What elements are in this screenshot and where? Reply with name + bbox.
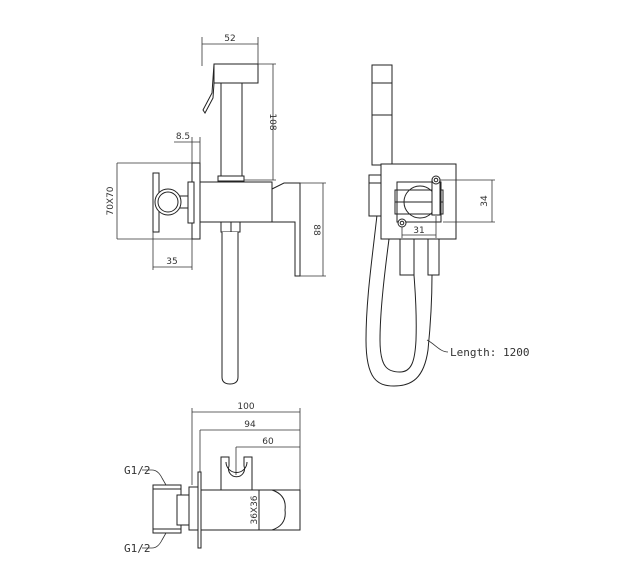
hose-sleeve [368,182,382,217]
dim-label-31: 31 [413,226,424,236]
top-view: 100 94 60 36X36 G1/2 G1/ [124,402,301,555]
valve-body [199,181,273,223]
hose-length-label: Length: 1200 [450,346,529,359]
thread-leader-bottom [142,532,167,549]
dimension-wall-offset: 8.5 [174,132,201,163]
hand-shower [371,64,393,166]
valve-handle [271,182,301,277]
dimension-head-width: 52 [201,34,259,66]
dimension-holder-width: 31 [401,216,437,238]
pipe-right [427,238,440,276]
dim-label-34: 34 [480,195,490,207]
wall-box [152,484,199,534]
thread-leader-top [142,469,167,486]
dimension-total: 100 [191,402,301,490]
dimension-holder-position: 60 [235,437,300,475]
dim-label-36x36: 36X36 [250,495,260,524]
thread-label-top: G1/2 [124,464,151,477]
dimension-body: 94 [199,420,300,472]
dim-label-94: 94 [244,420,256,430]
dimension-flange-size: 70X70 [106,162,192,240]
dimension-handle-height: 88 [300,182,326,277]
sprayer-head [202,63,259,114]
hose-collar [368,174,382,184]
dim-label-70x70: 70X70 [106,186,116,215]
dimension-holder-height: 34 [440,179,495,223]
front-view: 52 108 88 [106,34,326,385]
thread-label-bottom: G1/2 [124,542,151,555]
dim-label-52: 52 [224,34,235,44]
hose-outer [365,214,433,387]
dim-label-8-5: 8.5 [176,132,190,142]
dimension-holder-depth: 35 [152,232,193,270]
side-view: 34 31 Length: 1200 [365,64,529,387]
pipe-left [399,238,415,276]
dim-label-60: 60 [262,437,274,447]
hose-leader-line [426,339,449,353]
dim-label-88: 88 [311,224,321,236]
hose-front [221,232,239,385]
dimension-stem-height: 108 [244,63,277,181]
stem-collar [217,175,245,182]
handle-cap [271,489,286,531]
sprayer-stem [220,82,243,178]
holder-clamp [394,175,444,228]
top-holder-cradle [220,456,253,491]
hose-inner [379,238,417,373]
flange-nut [187,181,195,224]
top-body [200,489,301,531]
dim-label-35: 35 [166,257,177,267]
dim-label-100: 100 [237,402,254,412]
dim-label-108: 108 [267,113,277,130]
hose-connector [220,221,241,233]
shower-holder [152,172,189,233]
